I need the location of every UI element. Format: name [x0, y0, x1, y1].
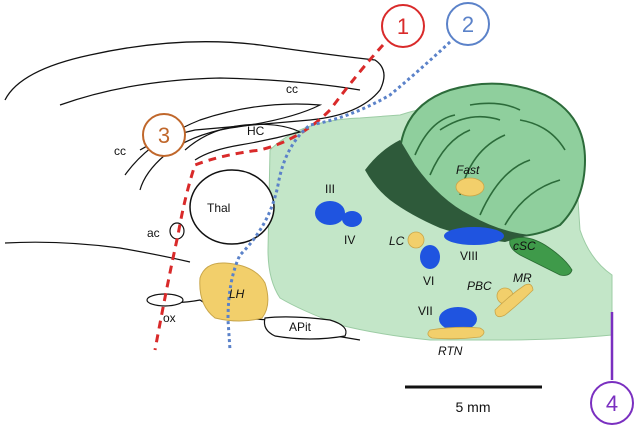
thalamus	[189, 169, 275, 245]
svg-text:4: 4	[606, 391, 618, 416]
csc-region	[509, 237, 573, 276]
hippocampus-outline	[184, 123, 302, 161]
label-ac: ac	[147, 226, 160, 240]
label-viii: VIII	[460, 249, 478, 263]
cut-marker-1: 1	[381, 4, 425, 48]
scale-bar-label: 5 mm	[456, 399, 491, 415]
lateral-hypothalamus	[199, 262, 269, 322]
svg-text:3: 3	[158, 123, 170, 148]
anterior-pituitary	[263, 316, 347, 340]
cut-marker-4: 4	[590, 381, 634, 425]
label-rtn: RTN	[438, 344, 463, 358]
label-hc: HC	[247, 124, 265, 138]
nucleus-vi	[420, 245, 440, 269]
dark-region	[365, 140, 530, 242]
label-vii: VII	[418, 304, 433, 318]
label-iii: III	[325, 182, 335, 196]
svg-text:1: 1	[397, 14, 409, 39]
nucleus-viii	[444, 227, 504, 245]
cut-line-1	[153, 43, 385, 351]
cut-marker-2: 2	[446, 2, 490, 46]
label-fast: Fast	[456, 163, 480, 177]
nucleus-rtn	[427, 326, 485, 340]
label-mr: MR	[513, 271, 532, 285]
anterior-commissure	[169, 222, 185, 240]
nucleus-fast	[455, 177, 485, 197]
label-pbc: PBC	[467, 279, 492, 293]
label-cc-left: cc	[114, 144, 126, 158]
cortex-outline-inner	[59, 77, 361, 106]
label-ox: ox	[163, 311, 176, 325]
nucleus-vii	[439, 307, 477, 331]
label-cc-top: cc	[286, 82, 298, 96]
nucleus-iii	[315, 201, 345, 225]
cerebellum-folia	[414, 102, 566, 226]
label-lc: LC	[389, 234, 405, 248]
nucleus-iv	[342, 211, 362, 227]
cut-marker-3: 3	[142, 113, 186, 157]
label-thal: Thal	[207, 201, 230, 215]
label-csc: cSC	[513, 239, 536, 253]
svg-text:2: 2	[462, 12, 474, 37]
nucleus-lc	[407, 231, 425, 249]
label-apit: APit	[289, 320, 312, 334]
label-vi: VI	[423, 274, 434, 288]
label-iv: IV	[344, 233, 355, 247]
label-lh: LH	[229, 287, 245, 301]
nucleus-mr	[494, 283, 534, 318]
cut-line-2	[226, 40, 452, 351]
